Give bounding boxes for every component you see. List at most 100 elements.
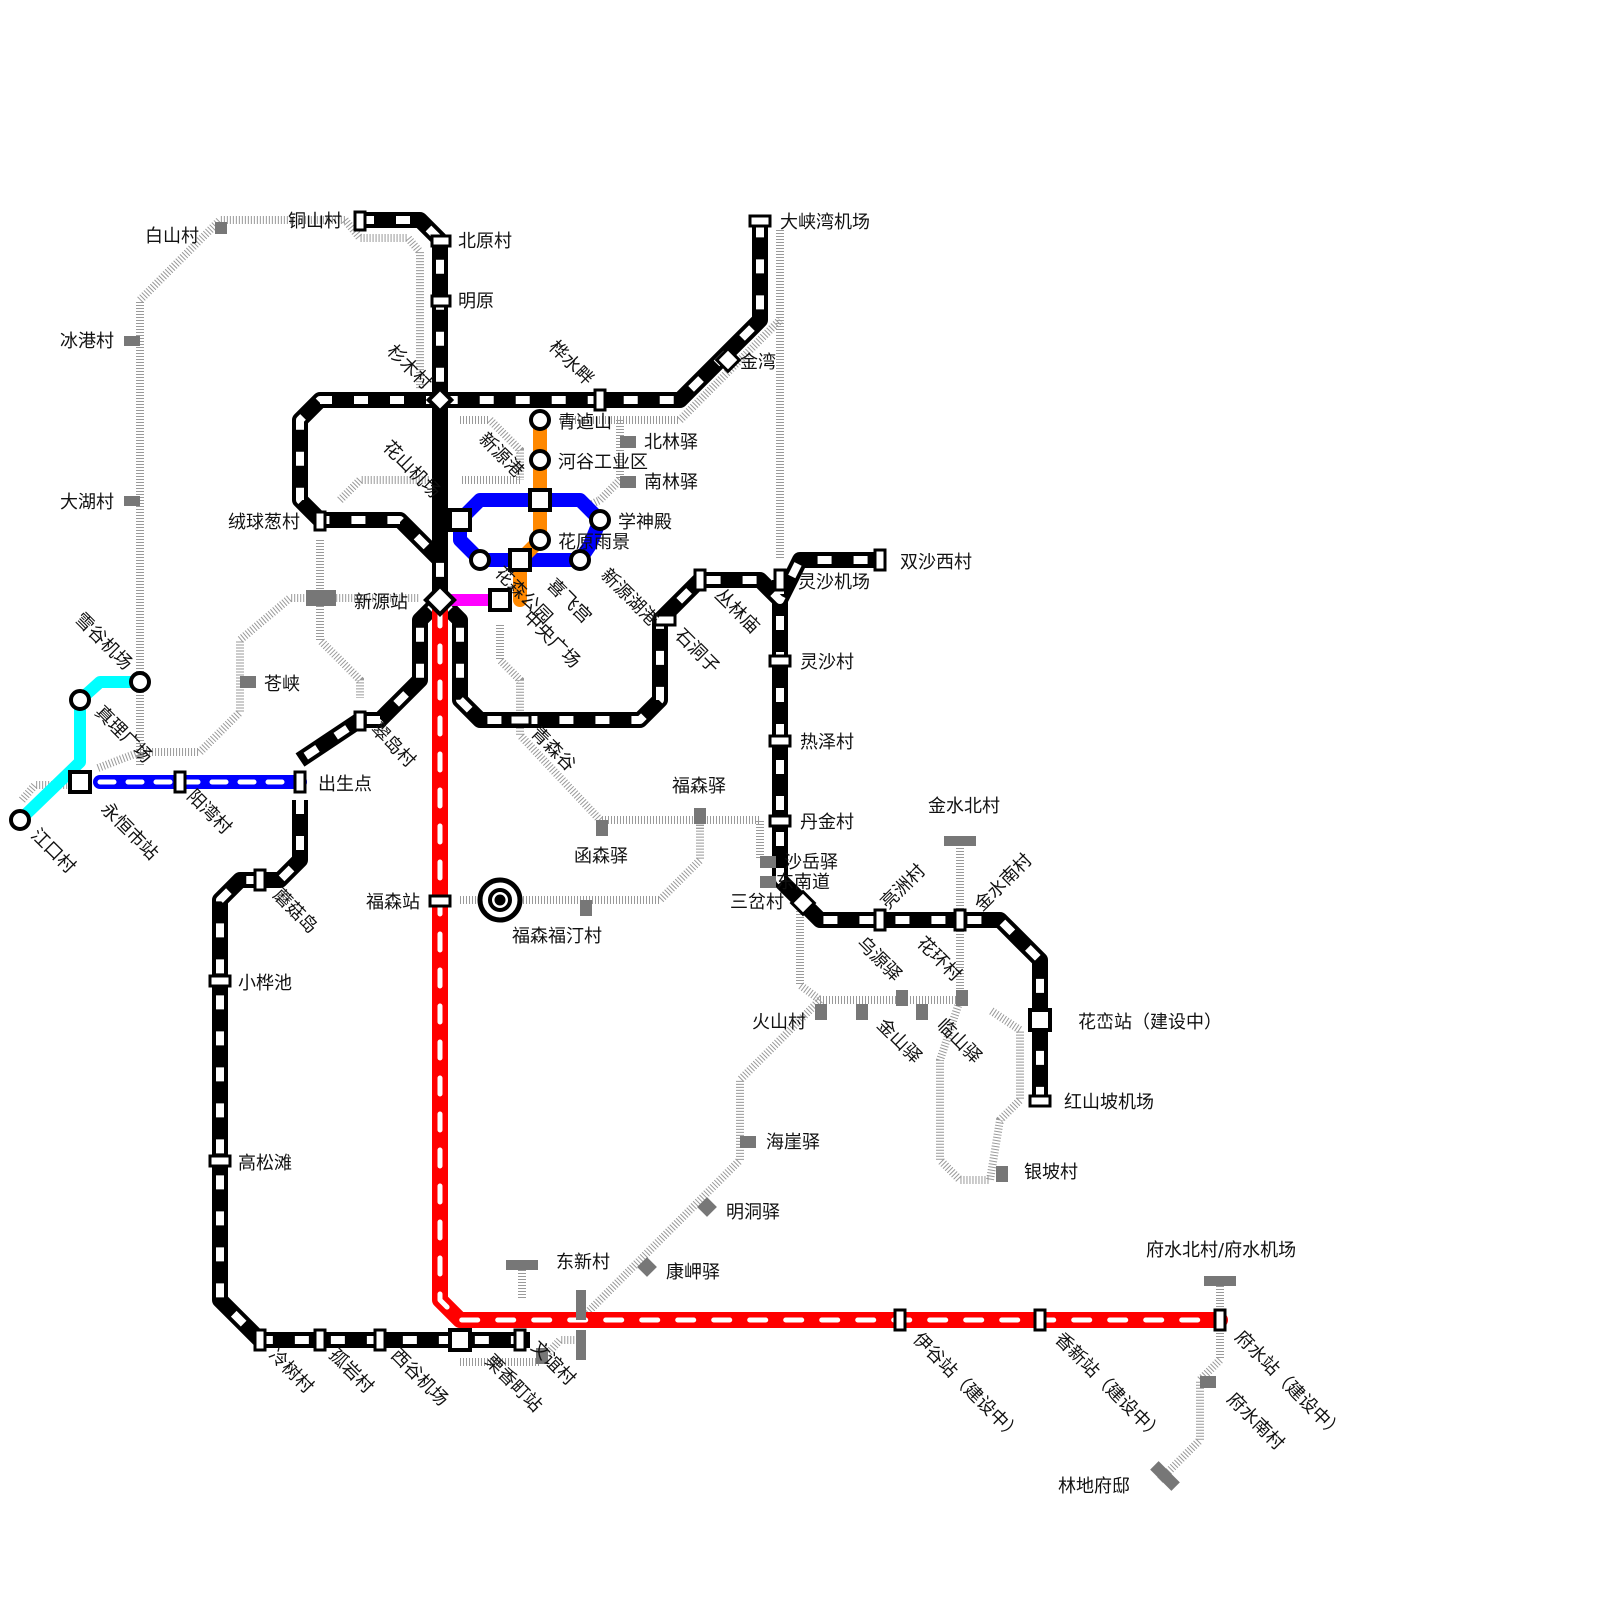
label-jinshui-south: 金水南村 <box>971 850 1037 916</box>
label-mingyuan: 明原 <box>458 291 494 312</box>
label-xifei: 喜飞宫 <box>542 575 595 628</box>
gray-stop[interactable] <box>306 590 336 606</box>
station-marker[interactable] <box>353 710 367 732</box>
station-marker[interactable] <box>768 814 792 828</box>
station-marker[interactable] <box>893 1308 907 1332</box>
gray-stop[interactable] <box>124 496 140 506</box>
gray-stop[interactable] <box>124 336 140 346</box>
station-circle[interactable] <box>589 509 611 531</box>
station-marker[interactable] <box>953 908 967 932</box>
interchange-marker[interactable] <box>508 548 532 572</box>
station-circle[interactable] <box>129 671 151 693</box>
gray-stop[interactable] <box>506 1260 538 1270</box>
label-fusen: 福森站 <box>366 892 420 913</box>
gray-stop[interactable] <box>740 1136 756 1148</box>
station-marker[interactable] <box>773 568 787 592</box>
gray-stop[interactable] <box>996 1166 1008 1182</box>
gray-stop[interactable] <box>694 808 706 824</box>
station-circle[interactable] <box>69 689 91 711</box>
interchange-marker[interactable] <box>423 583 457 617</box>
label-nanlin: 南林驿 <box>644 472 698 493</box>
gray-stop[interactable] <box>620 476 636 488</box>
label-wuyuan: 乌源驿 <box>852 933 905 986</box>
gray-stop[interactable] <box>240 676 256 688</box>
interchange-marker[interactable] <box>488 588 512 612</box>
interchange-marker[interactable] <box>448 1328 472 1352</box>
station-marker[interactable] <box>693 568 707 592</box>
station-marker[interactable] <box>253 868 267 892</box>
station-marker[interactable] <box>873 548 887 572</box>
label-liangzhou: 亮洲村 <box>877 861 930 914</box>
label-cuidao: 翠岛村 <box>366 719 419 772</box>
station-marker[interactable] <box>768 734 792 748</box>
gray-stop[interactable] <box>580 900 592 916</box>
gray-stop[interactable] <box>1150 1461 1180 1491</box>
station-marker[interactable] <box>173 770 187 794</box>
station-marker[interactable] <box>253 1328 267 1352</box>
gray-stop[interactable] <box>576 1290 586 1320</box>
station-marker[interactable] <box>353 210 367 232</box>
interchange-marker[interactable] <box>425 385 455 415</box>
station-marker[interactable] <box>313 1328 327 1352</box>
station-circle[interactable] <box>569 549 591 571</box>
label-shuangsha-west: 双沙西村 <box>900 552 972 573</box>
station-marker[interactable] <box>208 1154 232 1168</box>
station-marker[interactable] <box>714 346 742 374</box>
gray-stop[interactable] <box>944 836 976 846</box>
gray-stop[interactable] <box>1200 1376 1216 1388</box>
station-marker[interactable] <box>430 234 452 248</box>
station-circle[interactable] <box>529 409 551 431</box>
gray-stop[interactable] <box>596 820 608 836</box>
label-linshan: 临山驿 <box>932 1015 985 1068</box>
label-reze: 热泽村 <box>800 732 854 753</box>
interchange-marker[interactable] <box>528 488 552 512</box>
gray-stop[interactable] <box>576 1330 586 1360</box>
station-marker[interactable] <box>293 770 307 794</box>
interchange-marker[interactable] <box>68 770 92 794</box>
station-marker[interactable] <box>313 510 327 532</box>
interchange-marker[interactable] <box>1028 1008 1052 1032</box>
label-danjin: 丹金村 <box>800 812 854 833</box>
gray-stop[interactable] <box>760 876 776 888</box>
station-marker[interactable] <box>1213 1308 1227 1332</box>
gray-stop[interactable] <box>620 436 636 448</box>
station-marker[interactable] <box>430 294 452 308</box>
station-marker[interactable] <box>373 1328 387 1352</box>
gray-stop[interactable] <box>697 1197 717 1217</box>
label-yinpo: 银坡村 <box>1024 1162 1078 1183</box>
station-marker[interactable] <box>208 974 232 988</box>
station-marker[interactable] <box>768 654 792 668</box>
gray-stop[interactable] <box>896 990 908 1006</box>
gray-stop[interactable] <box>856 1004 868 1020</box>
station-marker[interactable] <box>593 388 607 412</box>
label-dongnandao: 东南道 <box>776 872 830 893</box>
gray-stop[interactable] <box>637 1257 657 1277</box>
station-marker[interactable] <box>873 908 887 932</box>
gray-line-wenyi <box>460 1336 580 1366</box>
gray-stop[interactable] <box>215 222 227 234</box>
station-marker[interactable] <box>428 894 452 908</box>
gray-stop[interactable] <box>815 1004 827 1020</box>
station-marker[interactable] <box>653 613 677 627</box>
station-marker[interactable] <box>789 889 817 917</box>
station-marker[interactable] <box>513 1328 527 1352</box>
label-jiangkou: 江口村 <box>26 825 79 878</box>
station-marker[interactable] <box>748 214 772 228</box>
station-marker[interactable] <box>508 713 532 727</box>
gray-stop[interactable] <box>536 1348 548 1364</box>
gray-line-huoshan <box>577 997 823 1323</box>
station-circle[interactable] <box>529 449 551 471</box>
station-circle[interactable] <box>9 809 31 831</box>
label-dongxin: 东新村 <box>556 1252 610 1273</box>
station-marker[interactable] <box>1033 1308 1047 1332</box>
gray-stop[interactable] <box>760 856 776 868</box>
station-circle[interactable] <box>469 549 491 571</box>
gray-stop[interactable] <box>1204 1276 1236 1286</box>
gray-stop[interactable] <box>956 990 968 1006</box>
gray-stop[interactable] <box>916 1004 928 1020</box>
station-circle[interactable] <box>529 529 551 551</box>
label-cangxia: 苍峡 <box>264 674 300 695</box>
station-markers <box>9 210 1227 1352</box>
interchange-marker[interactable] <box>448 508 472 532</box>
station-marker[interactable] <box>1028 1094 1052 1108</box>
